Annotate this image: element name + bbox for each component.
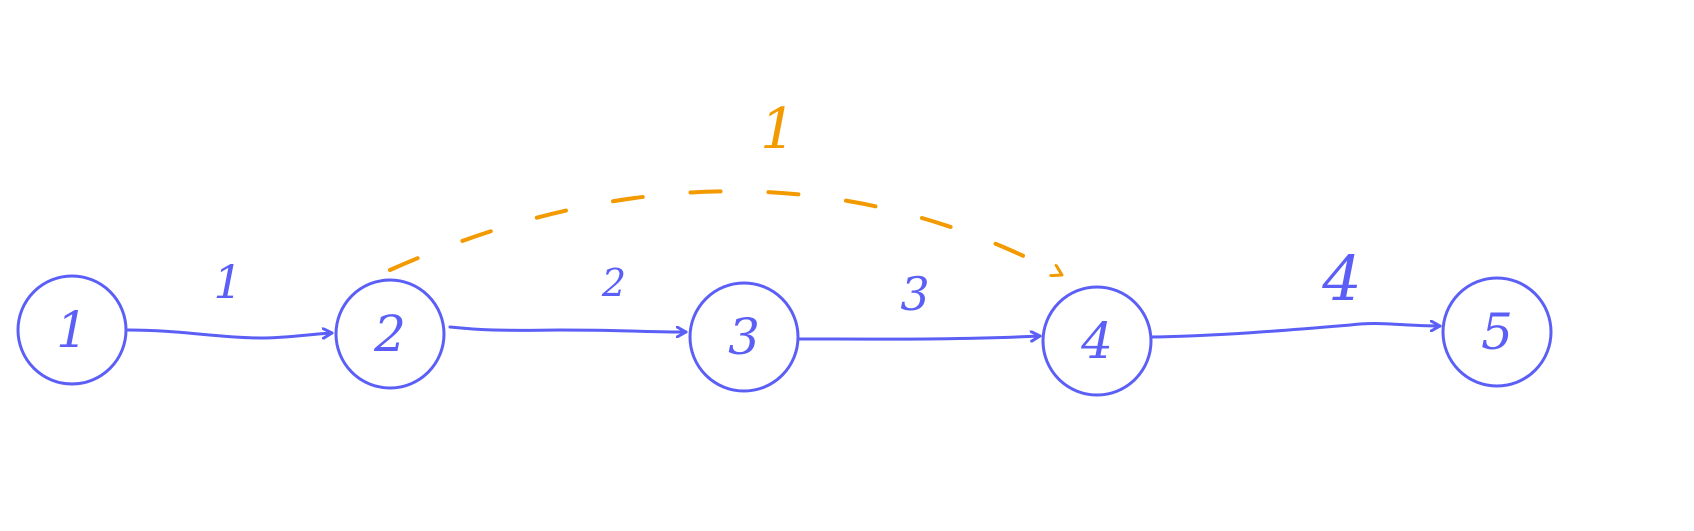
edge-3-4 — [798, 336, 1042, 339]
node-1-label: 1 — [56, 301, 88, 359]
node-5-label: 5 — [1481, 303, 1513, 361]
edge-2-4-dashed — [388, 189, 1064, 275]
node-4: 4 — [1041, 285, 1153, 397]
edge-2-4-weight: 1 — [760, 97, 796, 162]
edge-2-3-weight: 2 — [601, 261, 626, 305]
edge-1-2 — [126, 330, 334, 340]
edge-3-4-weight: 3 — [900, 267, 929, 321]
edge-2-3 — [448, 325, 688, 332]
edge-4-5-weight: 4 — [1321, 242, 1361, 315]
node-5: 5 — [1441, 276, 1553, 388]
node-2: 2 — [334, 278, 446, 390]
node-2-label: 2 — [373, 305, 406, 363]
node-4-label: 4 — [1080, 312, 1113, 370]
node-3: 3 — [688, 281, 800, 393]
node-3-label: 3 — [728, 308, 760, 366]
node-1: 1 — [16, 274, 128, 386]
edge-4-5 — [1148, 323, 1442, 339]
edge-1-2-weight: 1 — [213, 255, 242, 309]
